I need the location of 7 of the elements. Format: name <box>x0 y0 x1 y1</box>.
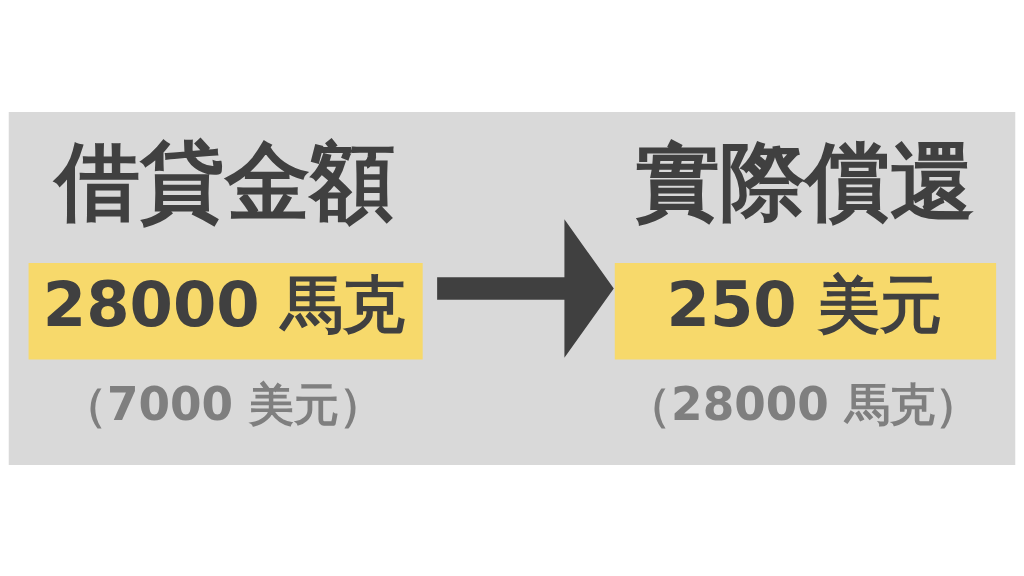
node-label: 借貸金額 <box>54 131 395 231</box>
node-box: 28000 馬克 <box>28 262 423 359</box>
node-label: 實際償還 <box>634 131 975 231</box>
node-label: （7000 美元） <box>61 377 384 431</box>
node-box: 250 美元 <box>614 262 997 359</box>
node-label: （28000 馬克） <box>626 377 980 431</box>
arrow <box>437 218 614 358</box>
